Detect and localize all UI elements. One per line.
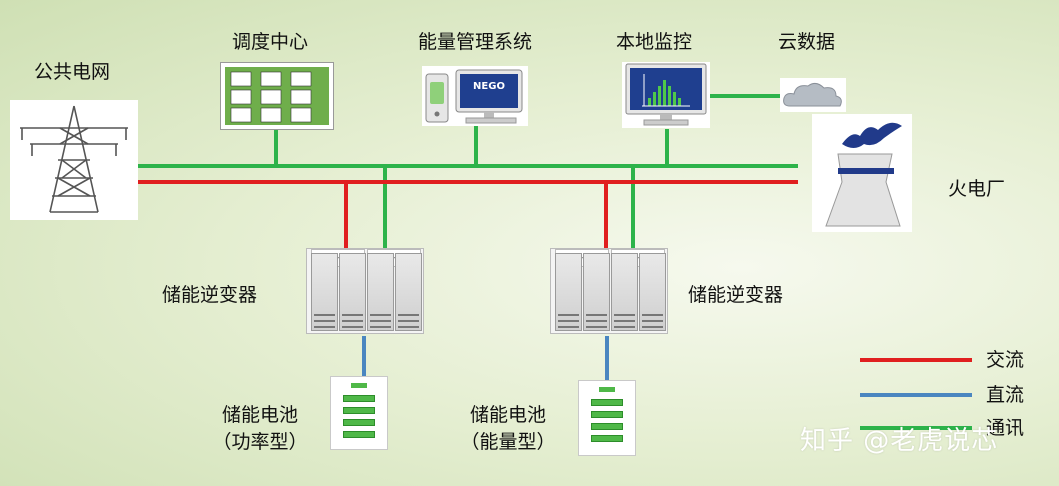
inverter-cabinet xyxy=(639,253,666,331)
label-cloud-data: 云数据 xyxy=(778,31,836,53)
label-battery-left-1: 储能电池 xyxy=(221,404,298,426)
battery-cell xyxy=(343,431,375,438)
inverter-cabinet xyxy=(395,253,422,331)
battery-cell xyxy=(591,411,623,418)
label-inverter-left: 储能逆变器 xyxy=(162,284,258,306)
dispatch-dashboard-icon xyxy=(220,62,334,130)
battery-cell xyxy=(591,399,623,406)
label-dispatch-center: 调度中心 xyxy=(232,31,309,53)
label-inverter-right: 储能逆变器 xyxy=(688,284,784,306)
energy-storage-inverter-left: I — I I — I xyxy=(306,248,424,334)
battery-power-type-icon xyxy=(330,376,388,450)
legend-dc-label: 直流 xyxy=(986,384,1025,406)
watermark: 知乎 @老虎说芯 xyxy=(800,426,999,456)
ems-computer-icon: NEGO xyxy=(422,66,528,126)
power-tower-icon xyxy=(10,100,138,220)
legend-ac-label: 交流 xyxy=(986,349,1025,371)
label-ems: 能量管理系统 xyxy=(418,31,533,53)
battery-cell xyxy=(591,423,623,430)
energy-storage-inverter-right: I — I I — I xyxy=(550,248,668,334)
cloud-icon xyxy=(780,78,846,112)
label-battery-left-2: （功率型） xyxy=(212,431,308,453)
ems-screen-text: NEGO xyxy=(473,81,505,92)
label-local-monitor: 本地监控 xyxy=(616,31,693,53)
inverter-cabinet xyxy=(311,253,338,331)
battery-terminal xyxy=(599,387,615,392)
battery-cell xyxy=(343,419,375,426)
label-public-grid: 公共电网 xyxy=(34,61,111,83)
inverter-cabinet xyxy=(583,253,610,331)
inverter-cabinet xyxy=(555,253,582,331)
inverter-cabinet xyxy=(611,253,638,331)
local-monitor-icon xyxy=(622,62,710,128)
label-battery-right-2: （能量型） xyxy=(460,431,556,453)
battery-cell xyxy=(343,395,375,402)
label-battery-right-1: 储能电池 xyxy=(469,404,546,426)
battery-cell xyxy=(343,407,375,414)
inverter-cabinet xyxy=(339,253,366,331)
battery-energy-type-icon xyxy=(578,380,636,456)
legend-comm-label: 通讯 xyxy=(986,417,1025,439)
label-thermal-plant: 火电厂 xyxy=(948,178,1006,200)
battery-cell xyxy=(591,435,623,442)
inverter-cabinet xyxy=(367,253,394,331)
battery-terminal xyxy=(351,383,367,388)
power-plant-icon xyxy=(812,114,912,232)
